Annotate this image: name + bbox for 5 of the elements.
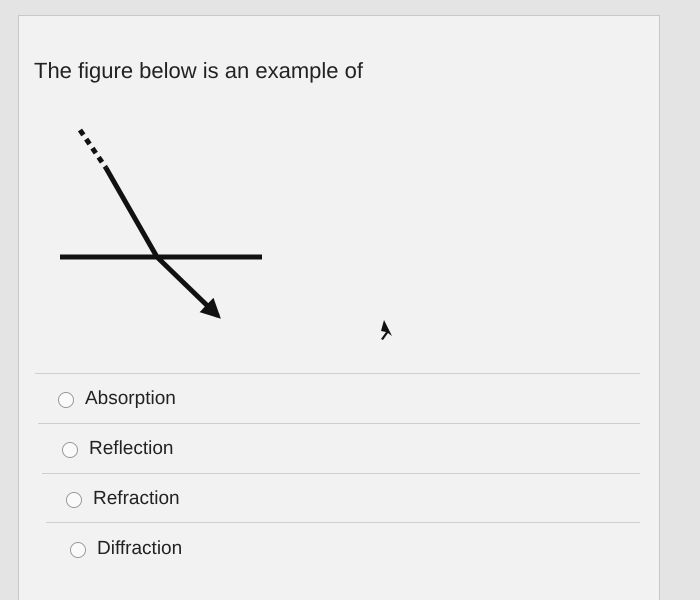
answer-option: Refraction [93,488,180,510]
answer-option: Reflection [89,438,174,460]
answer-option: Absorption [85,388,176,410]
question-text: The figure below is an example of [34,58,363,84]
answer-option: Diffraction [97,538,182,560]
